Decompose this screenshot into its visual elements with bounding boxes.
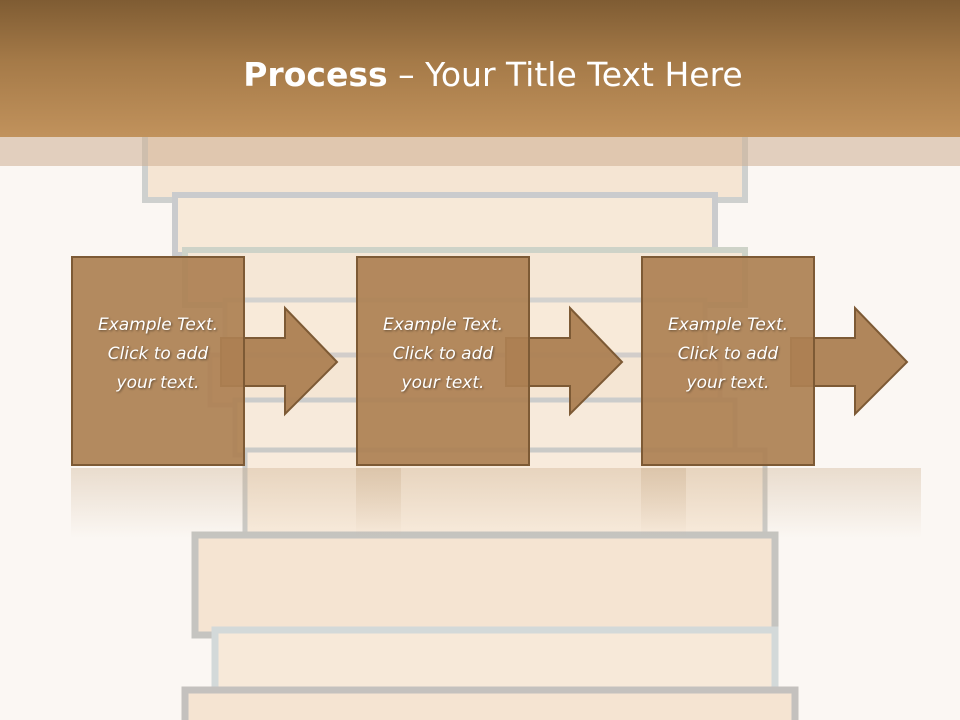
process-step-3[interactable]: Example Text. Click to add your text. xyxy=(641,256,909,466)
step-box[interactable] xyxy=(356,256,530,466)
reflection xyxy=(71,468,401,538)
step-text-line: Example Text. xyxy=(667,315,789,335)
process-step-1[interactable]: Example Text. Click to add your text. xyxy=(71,256,339,466)
step-text-line: Click to add xyxy=(392,344,494,364)
step-box[interactable] xyxy=(641,256,815,466)
step-text-line: your text. xyxy=(401,373,485,393)
step-text-line: Click to add xyxy=(677,344,779,364)
step-text-line: Example Text. xyxy=(382,315,504,335)
header-banner xyxy=(0,0,960,137)
step-text[interactable]: Example Text. Click to add your text. xyxy=(649,311,807,398)
step-text-line: your text. xyxy=(686,373,770,393)
slide-title-rest: – Your Title Text Here xyxy=(387,55,743,94)
step-text[interactable]: Example Text. Click to add your text. xyxy=(364,311,522,398)
step-text-line: your text. xyxy=(116,373,200,393)
header-strip xyxy=(0,137,960,166)
process-step-2[interactable]: Example Text. Click to add your text. xyxy=(356,256,624,466)
step-text-line: Example Text. xyxy=(97,315,219,335)
step-box[interactable] xyxy=(71,256,245,466)
slide-title[interactable]: Process – Your Title Text Here xyxy=(0,53,960,97)
reflection xyxy=(641,468,921,538)
step-text-line: Click to add xyxy=(107,344,209,364)
step-text[interactable]: Example Text. Click to add your text. xyxy=(79,311,237,398)
reflection xyxy=(356,468,686,538)
slide-title-bold: Process xyxy=(243,55,388,94)
